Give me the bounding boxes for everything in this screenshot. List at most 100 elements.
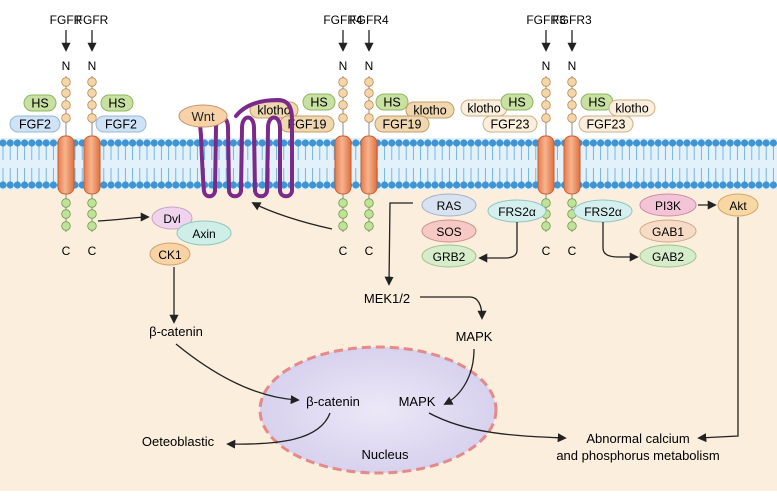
fgf2-2-label: FGF2	[105, 118, 137, 132]
n-terminus-label: N	[542, 59, 551, 73]
sos-node: SOS	[421, 219, 477, 243]
receptor-fgfr1: FGFR N C	[50, 13, 83, 258]
frs2a-node-left: FRS2α	[487, 199, 547, 223]
fgf23-1: FGF23	[482, 115, 538, 133]
ras-label: RAS	[437, 199, 462, 213]
arrow-nucleus-to-calcium	[428, 412, 567, 443]
hs-6-label: HS	[588, 96, 605, 110]
grb2-label: GRB2	[433, 250, 466, 264]
receptor-fgfr2: FGFR N C	[76, 13, 109, 258]
c-terminus-label: C	[365, 244, 374, 258]
gab1-label: GAB1	[652, 225, 684, 239]
klotho-fgfr3-2-label: klotho	[615, 102, 648, 116]
gab2-node: GAB2	[639, 244, 697, 268]
klotho-fgfr3-2: klotho	[608, 99, 656, 117]
receptor-label-fgfr1: FGFR	[50, 13, 83, 27]
nucleus	[258, 345, 498, 475]
c-terminus-label: C	[88, 244, 97, 258]
fgf23-2: FGF23	[578, 115, 634, 133]
dvl-label: Dvl	[163, 212, 180, 226]
n-terminus-label: N	[62, 59, 71, 73]
oeteoblastic-label: Oeteoblastic	[142, 434, 215, 449]
n-terminus-label: N	[339, 59, 348, 73]
pi3k-label: PI3K	[655, 199, 681, 213]
sos-label: SOS	[436, 225, 461, 239]
arrow-frs2a-to-gab2	[602, 222, 639, 262]
ck1-label: CK1	[158, 248, 182, 262]
fgf19-1-label: FGF19	[288, 118, 327, 132]
klotho-fgfr4-2: klotho	[405, 101, 455, 119]
fgf23-1-label: FGF23	[491, 118, 530, 132]
beta-catenin-label: β-catenin	[149, 324, 203, 339]
arrow-mek-to-mapk	[420, 296, 487, 320]
receptor-label-fgfr2: FGFR	[76, 13, 109, 27]
frs2a-label-left: FRS2α	[498, 205, 536, 219]
hs-6: HS	[580, 93, 614, 111]
dvl-node: Dvl	[151, 206, 193, 230]
arrow-frs2a-to-grb2	[478, 222, 518, 263]
calcium-label-line2: and phosphorus metabolism	[556, 448, 719, 463]
mek-label: MEK1/2	[364, 291, 410, 306]
akt-label: Akt	[729, 199, 747, 213]
c-terminus-label: C	[339, 244, 348, 258]
calcium-label-line1: Abnormal calcium	[586, 431, 689, 446]
cell-membrane	[0, 138, 777, 190]
hs-2: HS	[100, 94, 134, 112]
n-terminus-label: N	[568, 59, 577, 73]
c-terminus-label: C	[568, 244, 577, 258]
nucleus-mapk: MAPK	[399, 394, 436, 409]
c-terminus-label: C	[542, 244, 551, 258]
nucleus-label: Nucleus	[362, 447, 409, 462]
klotho-fgfr4-2-label: klotho	[413, 104, 446, 118]
hs-5: HS	[500, 93, 534, 111]
arrow-ras-to-mek	[384, 202, 413, 286]
axin-node: Axin	[176, 220, 232, 246]
fgf2-1: FGF2	[9, 115, 61, 133]
gab1-node: GAB1	[639, 219, 697, 243]
arrow-fgfr4-to-wnt	[251, 202, 333, 230]
arrow-akt-to-calcium	[697, 217, 739, 443]
mapk-label: MAPK	[456, 329, 493, 344]
fgf23-2-label: FGF23	[587, 118, 626, 132]
fgf2-1-label: FGF2	[19, 118, 51, 132]
receptor-label-fgfr4a: FGFR4	[323, 13, 363, 27]
c-terminus-label: C	[62, 244, 71, 258]
arrow-mapk-to-nucleus	[443, 348, 475, 405]
arrow-beta-catenin-to-nucleus	[175, 343, 300, 405]
hs-2-label: HS	[108, 97, 125, 111]
axin-label: Axin	[192, 227, 215, 241]
wnt-node	[178, 104, 228, 128]
n-terminus-label: N	[365, 59, 374, 73]
hs-3-label: HS	[310, 96, 327, 110]
fgf19-2-label: FGF19	[383, 118, 422, 132]
fgf19-1: FGF19	[279, 115, 335, 133]
hs-1: HS	[23, 94, 57, 112]
klotho-fgfr3-1: klotho	[460, 99, 508, 117]
receptor-label-fgfr3a: FGFR3	[526, 13, 566, 27]
arrow-nucleus-to-oeteoblastic	[226, 412, 331, 449]
grb2-node: GRB2	[421, 244, 477, 268]
receptor-label-fgfr3b: FGFR3	[552, 13, 592, 27]
hs-5-label: HS	[508, 96, 525, 110]
ck1-node: CK1	[149, 242, 191, 266]
akt-node: Akt	[717, 193, 759, 217]
hs-4: HS	[375, 93, 409, 111]
frs2a-node-right: FRS2α	[573, 199, 633, 223]
klotho-fgfr4-1: klotho	[249, 101, 299, 119]
receptor-label-fgfr4b: FGFR4	[349, 13, 389, 27]
hs-3: HS	[302, 93, 336, 111]
n-terminus-label: N	[88, 59, 97, 73]
ras-node: RAS	[421, 193, 477, 217]
fgf19-2: FGF19	[374, 115, 430, 133]
klotho-fgfr3-1-label: klotho	[467, 102, 500, 116]
wnt-receptor	[198, 98, 294, 199]
hs-1-label: HS	[31, 97, 48, 111]
wnt-label: Wnt	[191, 109, 215, 124]
klotho-fgfr4-1-label: klotho	[257, 104, 290, 118]
nucleus-beta-catenin: β-catenin	[306, 394, 360, 409]
